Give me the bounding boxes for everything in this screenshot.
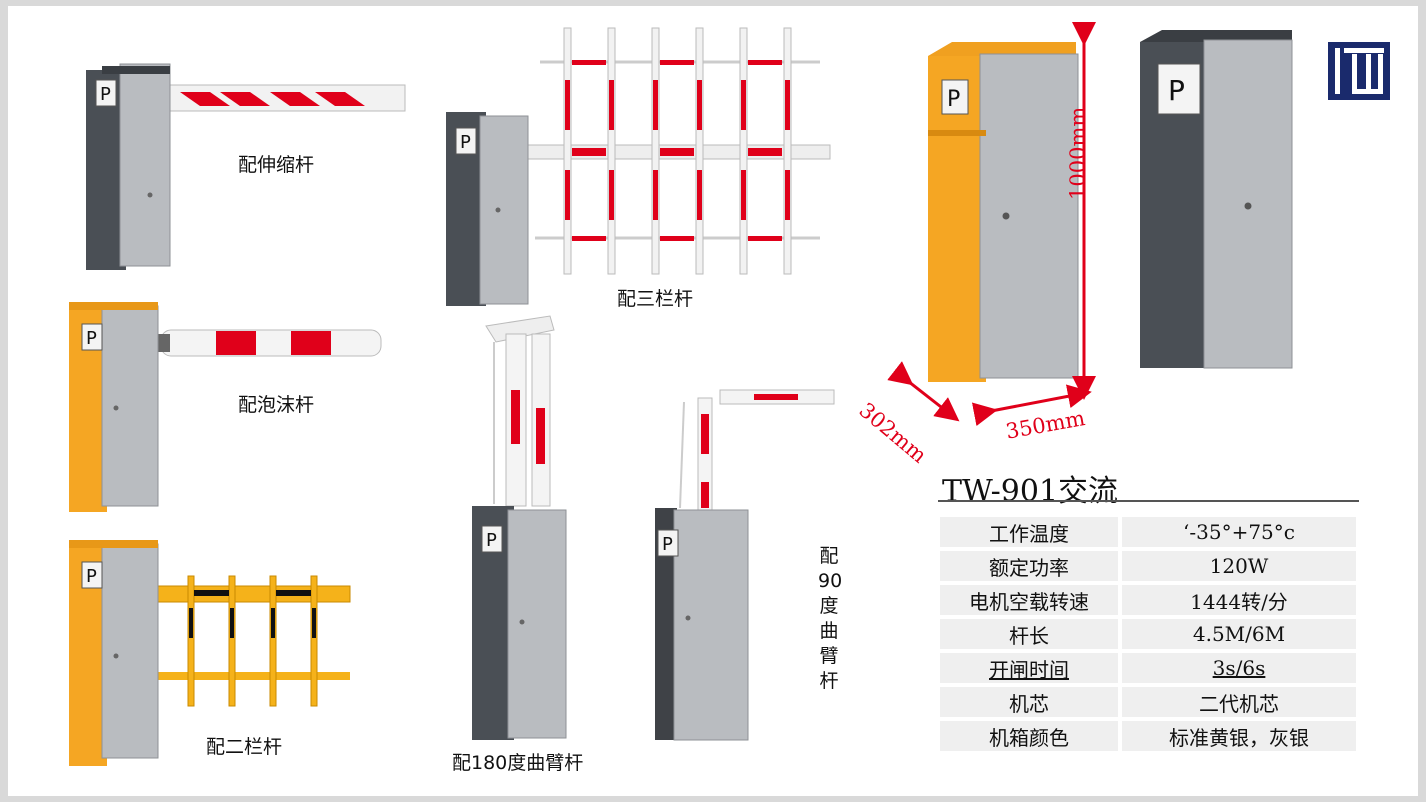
table-row: 机芯二代机芯	[940, 687, 1356, 717]
spec-key: 杆长	[940, 619, 1118, 649]
spec-value: 3s/6s	[1122, 653, 1356, 683]
spec-value: 1444转/分	[1122, 585, 1356, 615]
svg-text:P: P	[86, 566, 97, 587]
caption-two-bar: 配二栏杆	[206, 736, 283, 758]
caption-curve180: 配180度曲臂杆	[452, 752, 584, 774]
svg-text:P: P	[486, 530, 497, 551]
barrier-foam-illustration: P	[69, 302, 382, 512]
spec-value: 标准黄银，灰银	[1122, 721, 1356, 751]
svg-text:P: P	[662, 534, 673, 555]
svg-text:P: P	[100, 84, 111, 105]
dimension-height: 1000mm	[1066, 106, 1090, 200]
caption-telescopic: 配伸缩杆	[238, 154, 315, 176]
cabinet-gray-illustration: P	[1140, 30, 1293, 369]
spec-key: 工作温度	[940, 517, 1118, 547]
barrier-telescopic-illustration: P	[86, 63, 406, 270]
spec-value: 120W	[1122, 551, 1356, 581]
dimension-arrows	[887, 22, 1096, 427]
spec-key: 开闸时间	[940, 653, 1118, 683]
svg-text:P: P	[460, 132, 471, 153]
svg-text:P: P	[1168, 74, 1185, 107]
spec-value: 二代机芯	[1122, 687, 1356, 717]
barrier-curve180-illustration: P	[472, 315, 567, 740]
caption-three-bar: 配三栏杆	[617, 288, 694, 310]
spec-value: 4.5M/6M	[1122, 619, 1356, 649]
spec-key: 额定功率	[940, 551, 1118, 581]
spec-key: 机芯	[940, 687, 1118, 717]
svg-text:P: P	[947, 87, 960, 112]
barrier-two-bar-illustration: P	[69, 540, 351, 766]
spec-key: 机箱颜色	[940, 721, 1118, 751]
brand-logo	[1328, 42, 1390, 100]
spec-title: TW-901交流	[942, 474, 1119, 509]
spec-key: 电机空载转速	[940, 585, 1118, 615]
barrier-curve90-illustration: P	[655, 389, 835, 741]
table-row: 工作温度‘-35°+75°c	[940, 517, 1356, 547]
caption-curve90: 配 90 度 曲 臂 杆	[818, 545, 843, 692]
spec-title-divider	[938, 500, 1359, 502]
cabinet-yellow-illustration: P	[928, 42, 1079, 382]
barrier-three-bar-illustration: P	[446, 27, 831, 306]
table-row: 机箱颜色标准黄银，灰银	[940, 721, 1356, 751]
spec-value: ‘-35°+75°c	[1122, 517, 1356, 547]
svg-text:P: P	[86, 328, 97, 349]
caption-foam: 配泡沫杆	[238, 394, 315, 416]
